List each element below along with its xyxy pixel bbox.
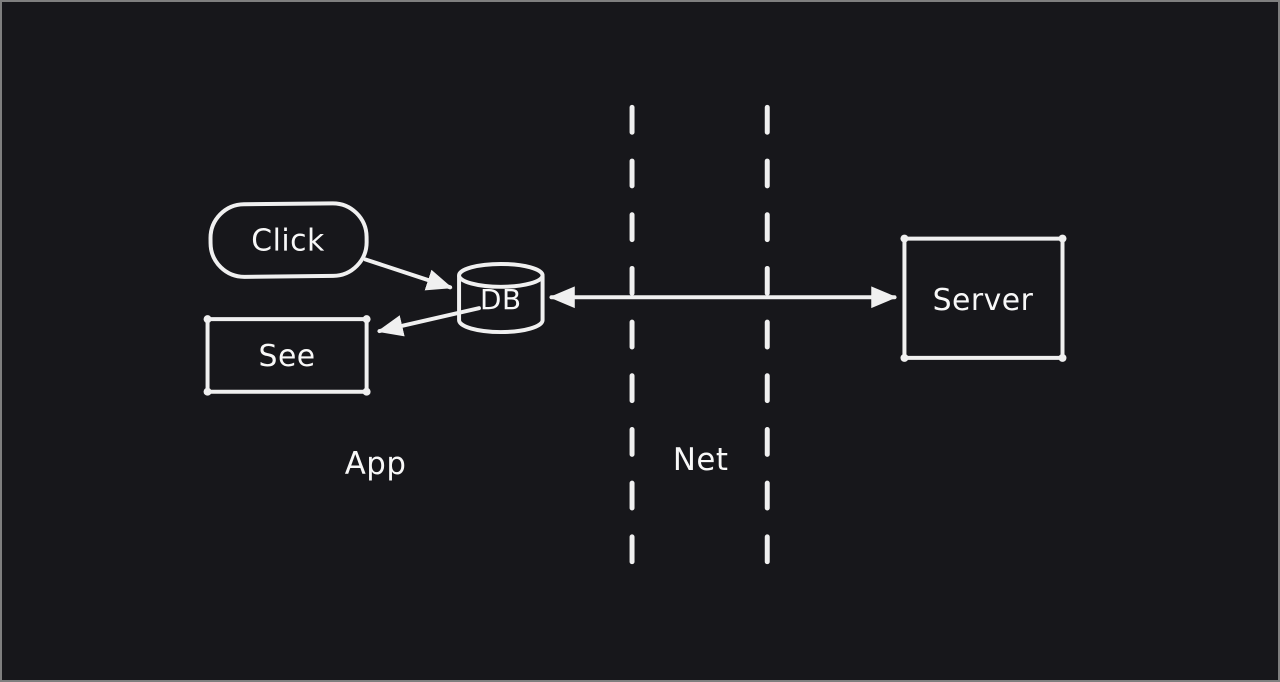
node-see-shape [205, 317, 369, 394]
edge-db-to-see [377, 306, 481, 337]
zone-label-app: App [345, 446, 407, 482]
zone-label-net: Net [673, 442, 729, 478]
db-cylinder-body [457, 274, 545, 335]
db-cylinder-top [457, 261, 545, 289]
node-db-label: DB [480, 283, 522, 316]
node-server-shape [902, 236, 1065, 360]
node-click-shape [208, 201, 369, 279]
node-server-label: Server [933, 283, 1034, 318]
node-click-label: Click [251, 224, 325, 259]
corner-endpoint-dots [203, 234, 1067, 396]
edge-click-to-db [363, 257, 453, 291]
node-see-label: See [259, 339, 316, 374]
